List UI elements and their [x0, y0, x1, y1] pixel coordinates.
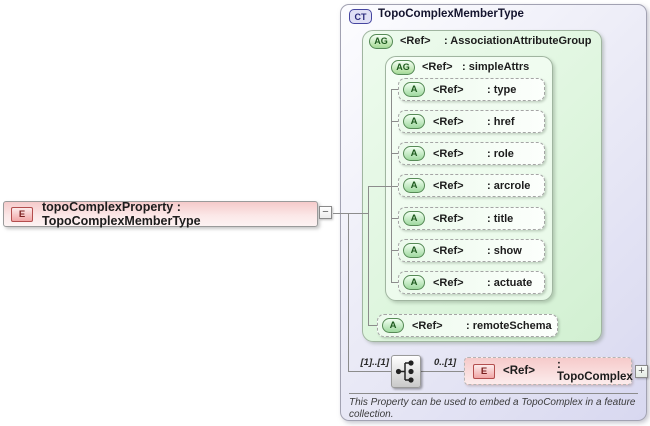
connector-sequence-to-ref: [421, 371, 464, 372]
complex-type-title: TopoComplexMemberType: [378, 8, 524, 20]
simple-attrs-header: AG <Ref> : simpleAttrs: [391, 59, 529, 75]
annotation-text: This Property can be used to embed a Top…: [349, 397, 636, 420]
connector-to-sequence: [348, 371, 391, 372]
attribute-ref-label: <Ref>: [433, 179, 464, 192]
attribute-badge-icon: A: [382, 318, 404, 333]
connector-trunk-content: [348, 213, 349, 372]
connector-stub: [391, 282, 399, 283]
connector-stub: [391, 186, 399, 187]
annotation-divider: [349, 393, 638, 394]
element-ref-name-label: : TopoComplex: [557, 359, 633, 383]
attribute-ref-label: <Ref>: [433, 83, 464, 96]
attribute-ref-label: <Ref>: [433, 147, 464, 160]
attribute-ref-label: <Ref>: [412, 319, 443, 332]
attribute-row-role[interactable]: A <Ref> : role: [398, 142, 545, 165]
cardinality-right-label: 0..[1]: [434, 357, 457, 368]
attribute-name-label: : actuate: [487, 276, 533, 289]
attribute-badge-icon: A: [403, 178, 425, 193]
connector-remote-branch: [368, 325, 378, 326]
association-attribute-group-header: AG <Ref> : AssociationAttributeGroup: [369, 33, 591, 49]
attribute-badge-icon: A: [403, 243, 425, 258]
attribute-badge-icon: A: [403, 82, 425, 97]
attribute-row-title[interactable]: A <Ref> : title: [398, 207, 545, 230]
complex-type-badge-icon: CT: [349, 9, 372, 24]
attribute-name-label: : type: [487, 83, 517, 96]
attribute-name-label: : title: [487, 212, 514, 225]
attribute-name-label: : show: [487, 244, 522, 257]
connector-trunk-attributes: [368, 186, 369, 326]
attribute-group-badge-icon: AG: [369, 33, 393, 49]
attribute-ref-label: <Ref>: [433, 244, 464, 257]
attribute-name-label: : arcrole: [487, 179, 531, 192]
attribute-name-label: : href: [487, 115, 515, 128]
attribute-row-arcrole[interactable]: A <Ref> : arcrole: [398, 174, 545, 197]
attribute-row-actuate[interactable]: A <Ref> : actuate: [398, 271, 545, 294]
sequence-icon: [395, 360, 414, 383]
attribute-badge-icon: A: [403, 114, 425, 129]
connector-element-to-type: [333, 213, 369, 214]
attribute-row-remoteSchema[interactable]: A <Ref> : remoteSchema: [377, 314, 558, 337]
element-ref-TopoComplex-box[interactable]: E <Ref> : TopoComplex: [464, 357, 633, 385]
group-name-label: : AssociationAttributeGroup: [444, 35, 592, 47]
connector-stub: [391, 218, 399, 219]
element-label: topoComplexProperty : TopoComplexMemberT…: [42, 200, 201, 228]
attribute-name-label: : role: [487, 147, 514, 160]
element-ref-label: <Ref>: [503, 365, 535, 377]
element-topoComplexProperty-box[interactable]: E topoComplexProperty : TopoComplexMembe…: [3, 200, 318, 228]
group-ref-label: <Ref>: [400, 35, 431, 47]
connector-attr-branch: [368, 186, 391, 187]
attribute-row-type[interactable]: A <Ref> : type: [398, 78, 545, 101]
attribute-badge-icon: A: [403, 275, 425, 290]
group-name-label: : simpleAttrs: [462, 61, 530, 73]
attribute-ref-label: <Ref>: [433, 115, 464, 128]
element-badge-icon: E: [11, 206, 33, 222]
group-ref-label: <Ref>: [422, 61, 453, 73]
attribute-row-show[interactable]: A <Ref> : show: [398, 239, 545, 262]
attribute-row-href[interactable]: A <Ref> : href: [398, 110, 545, 133]
collapse-button[interactable]: −: [319, 206, 332, 219]
connector-stub: [391, 121, 399, 122]
connector-stub: [391, 250, 399, 251]
attribute-ref-label: <Ref>: [433, 276, 464, 289]
expand-button[interactable]: +: [635, 365, 648, 378]
attribute-name-label: : remoteSchema: [466, 319, 552, 332]
attribute-badge-icon: A: [403, 211, 425, 226]
attribute-ref-label: <Ref>: [433, 212, 464, 225]
attribute-badge-icon: A: [403, 146, 425, 161]
sequence-compositor-button[interactable]: [391, 355, 421, 388]
connector-stub: [391, 89, 399, 90]
element-badge-icon: E: [473, 363, 495, 379]
cardinality-left-label: [1]..[1]: [360, 357, 390, 368]
attribute-group-badge-icon: AG: [391, 59, 415, 75]
connector-stub: [391, 153, 399, 154]
